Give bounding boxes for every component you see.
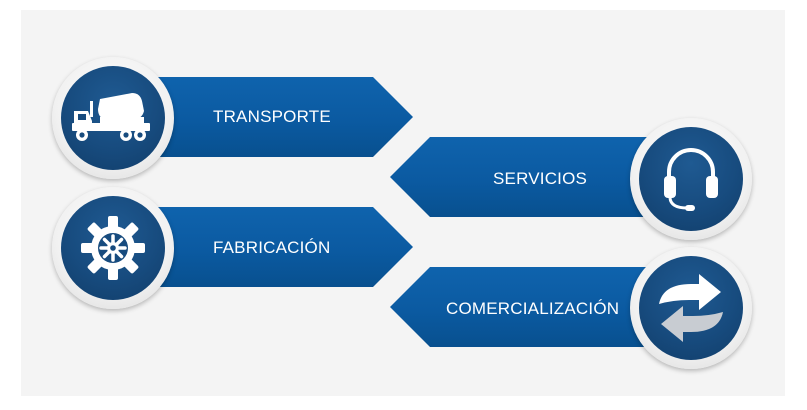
transporte-circle	[52, 57, 174, 179]
gear-icon	[81, 216, 145, 280]
headset-icon	[664, 148, 718, 211]
fabricacion-circle	[52, 187, 174, 309]
concrete-mixer-truck-icon	[72, 93, 150, 141]
comercializacion-arrow	[390, 267, 660, 347]
comercializacion-circle	[630, 247, 752, 369]
transporte-label: TRANSPORTE	[213, 107, 331, 126]
fabricacion-label: FABRICACIÓN	[213, 238, 331, 257]
servicios-circle	[630, 118, 752, 240]
servicios-arrow	[390, 137, 660, 217]
refresh-arrows-icon	[659, 274, 723, 342]
servicios-label: SERVICIOS	[493, 169, 588, 188]
comercializacion-label: COMERCIALIZACIÓN	[446, 299, 620, 318]
